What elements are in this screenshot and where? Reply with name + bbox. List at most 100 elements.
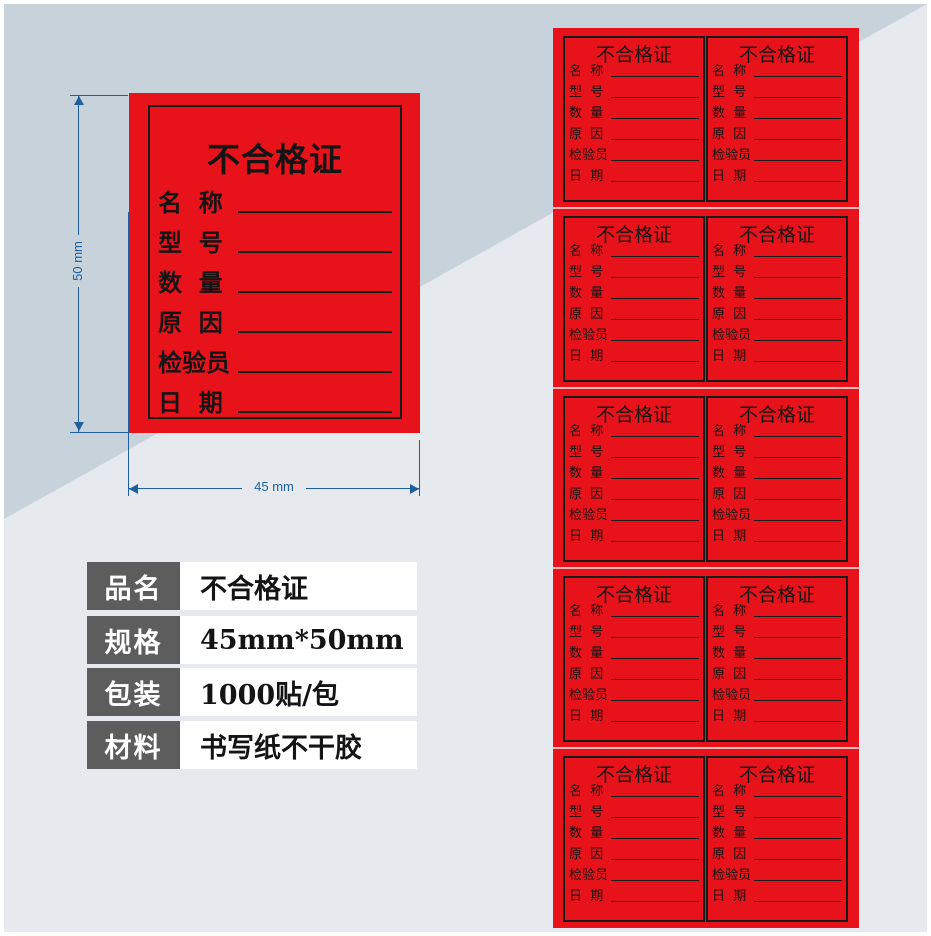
spec-row-size: 规格 45mm*50mm xyxy=(87,616,417,664)
field-label: 原 因 xyxy=(569,307,604,322)
mini-label-field: 日 期 xyxy=(712,165,842,183)
mini-label-field: 名 称 xyxy=(569,780,699,798)
mini-label-title: 不合格证 xyxy=(738,584,815,606)
write-line xyxy=(611,498,699,500)
mini-label: 不合格证名 称型 号数 量原 因检验员日 期 xyxy=(706,756,848,922)
mini-label-title: 不合格证 xyxy=(738,224,815,246)
write-line xyxy=(754,96,842,98)
write-line xyxy=(611,318,699,320)
write-line xyxy=(611,615,699,617)
write-line xyxy=(754,180,842,182)
mini-label-field: 名 称 xyxy=(712,420,842,438)
mini-label-field: 数 量 xyxy=(569,102,699,120)
write-line xyxy=(611,678,699,680)
field-label: 检验员 xyxy=(712,868,752,883)
mini-label-field: 日 期 xyxy=(569,705,699,723)
sheet-row: 不合格证名 称型 号数 量原 因检验员日 期不合格证名 称型 号数 量原 因检验… xyxy=(553,748,859,928)
spec-value: 书写纸不干胶 xyxy=(180,721,417,769)
field-label: 日 期 xyxy=(712,169,747,184)
mini-label: 不合格证名 称型 号数 量原 因检验员日 期 xyxy=(563,216,705,382)
write-line xyxy=(238,290,392,293)
mini-label-title: 不合格证 xyxy=(595,224,672,246)
mini-label-field: 原 因 xyxy=(569,483,699,501)
label-sheet: 不合格证名 称型 号数 量原 因检验员日 期不合格证名 称型 号数 量原 因检验… xyxy=(553,28,859,928)
mini-label: 不合格证名 称型 号数 量原 因检验员日 期 xyxy=(563,396,705,562)
field-label: 型 号 xyxy=(712,265,747,280)
mini-label-field: 数 量 xyxy=(569,642,699,660)
mini-label-field: 日 期 xyxy=(712,525,842,543)
label-field-reason: 原 因 xyxy=(158,299,392,335)
mini-label-field: 检验员 xyxy=(569,504,699,522)
field-label: 型 号 xyxy=(569,445,604,460)
mini-label-field: 型 号 xyxy=(712,621,842,639)
field-label: 名 称 xyxy=(158,188,223,217)
mini-label-field: 名 称 xyxy=(569,240,699,258)
write-line xyxy=(754,75,842,77)
mini-label-field: 原 因 xyxy=(569,843,699,861)
field-label: 原 因 xyxy=(712,127,747,142)
mini-label-field: 型 号 xyxy=(712,81,842,99)
field-label: 日 期 xyxy=(712,529,747,544)
field-label: 原 因 xyxy=(569,667,604,682)
mini-label: 不合格证名 称型 号数 量原 因检验员日 期 xyxy=(706,36,848,202)
label-field-quantity: 数 量 xyxy=(158,259,392,295)
write-line xyxy=(754,255,842,257)
dim-tick-right xyxy=(419,440,420,496)
mini-label-field: 原 因 xyxy=(569,663,699,681)
mini-label-field: 检验员 xyxy=(712,504,842,522)
field-label: 日 期 xyxy=(712,709,747,724)
arrow-up-icon xyxy=(74,96,84,105)
field-label: 名 称 xyxy=(569,424,604,439)
mini-label-field: 数 量 xyxy=(712,282,842,300)
write-line xyxy=(611,456,699,458)
mini-label-field: 数 量 xyxy=(712,462,842,480)
field-label: 检验员 xyxy=(569,508,609,523)
spec-value: 45mm*50mm xyxy=(180,616,417,664)
write-line xyxy=(754,699,842,701)
field-label: 原 因 xyxy=(158,308,223,337)
mini-label: 不合格证名 称型 号数 量原 因检验员日 期 xyxy=(706,576,848,742)
spec-key: 品名 xyxy=(87,562,180,610)
write-line xyxy=(611,117,699,119)
mini-label-field: 原 因 xyxy=(569,303,699,321)
field-label: 检验员 xyxy=(569,688,609,703)
field-label: 名 称 xyxy=(569,244,604,259)
mini-label-field: 日 期 xyxy=(569,525,699,543)
write-line xyxy=(754,159,842,161)
mini-label-field: 日 期 xyxy=(712,345,842,363)
mini-label-field: 原 因 xyxy=(712,483,842,501)
field-label: 型 号 xyxy=(569,85,604,100)
write-line xyxy=(754,540,842,542)
write-line xyxy=(611,699,699,701)
mini-label-field: 检验员 xyxy=(569,324,699,342)
mini-label-field: 型 号 xyxy=(569,621,699,639)
mini-label-field: 名 称 xyxy=(712,60,842,78)
spec-key: 材料 xyxy=(87,721,180,769)
mini-label-field: 名 称 xyxy=(569,600,699,618)
field-label: 原 因 xyxy=(712,307,747,322)
mini-label-field: 原 因 xyxy=(569,123,699,141)
field-label: 名 称 xyxy=(712,244,747,259)
write-line xyxy=(754,519,842,521)
write-line xyxy=(754,678,842,680)
mini-label-field: 数 量 xyxy=(712,102,842,120)
mini-label-field: 日 期 xyxy=(569,165,699,183)
write-line xyxy=(754,636,842,638)
field-label: 原 因 xyxy=(712,487,747,502)
field-label: 日 期 xyxy=(569,349,604,364)
field-label: 日 期 xyxy=(712,349,747,364)
mini-label-field: 原 因 xyxy=(712,663,842,681)
mini-label-field: 原 因 xyxy=(712,843,842,861)
spec-row-material: 材料 书写纸不干胶 xyxy=(87,721,417,769)
mini-label-title: 不合格证 xyxy=(595,584,672,606)
label-field-date: 日 期 xyxy=(158,379,392,415)
mini-label-field: 数 量 xyxy=(569,282,699,300)
mini-label-title: 不合格证 xyxy=(595,44,672,66)
field-label: 型 号 xyxy=(712,625,747,640)
write-line xyxy=(754,276,842,278)
spec-value: 1000贴/包 xyxy=(180,668,417,716)
write-line xyxy=(754,435,842,437)
mini-label-field: 型 号 xyxy=(712,261,842,279)
mini-label-field: 检验员 xyxy=(712,144,842,162)
field-label: 原 因 xyxy=(569,127,604,142)
